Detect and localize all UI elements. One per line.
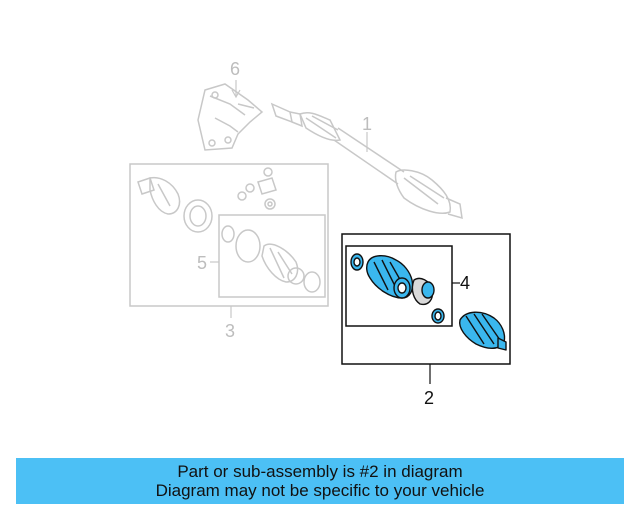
boot-icon (221, 225, 321, 293)
banner-line-1: Part or sub-assembly is #2 in diagram (177, 462, 463, 481)
bracket-icon (197, 83, 264, 151)
boot-icon-highlight (365, 255, 435, 306)
group-box-5 (218, 214, 326, 298)
callout-2[interactable]: 2 (424, 388, 435, 408)
cv-joint-icon (137, 167, 277, 233)
callout-4[interactable]: 4 (460, 273, 471, 293)
info-banner: Part or sub-assembly is #2 in diagram Di… (16, 458, 624, 504)
group-box-4 (345, 245, 453, 327)
group-box-2 (341, 233, 511, 365)
callout-6[interactable]: 6 (230, 59, 241, 79)
banner-line-2: Diagram may not be specific to your vehi… (155, 481, 485, 500)
leader-6-arrow (231, 89, 241, 99)
callout-5[interactable]: 5 (197, 253, 208, 273)
callout-1[interactable]: 1 (362, 114, 373, 134)
group-box-3 (129, 163, 329, 307)
ring-icon (431, 308, 445, 324)
axle-shaft-icon (270, 102, 463, 220)
clamp-icon (350, 253, 364, 271)
callout-3[interactable]: 3 (225, 321, 236, 341)
cv-joint-icon-highlight (459, 311, 507, 351)
